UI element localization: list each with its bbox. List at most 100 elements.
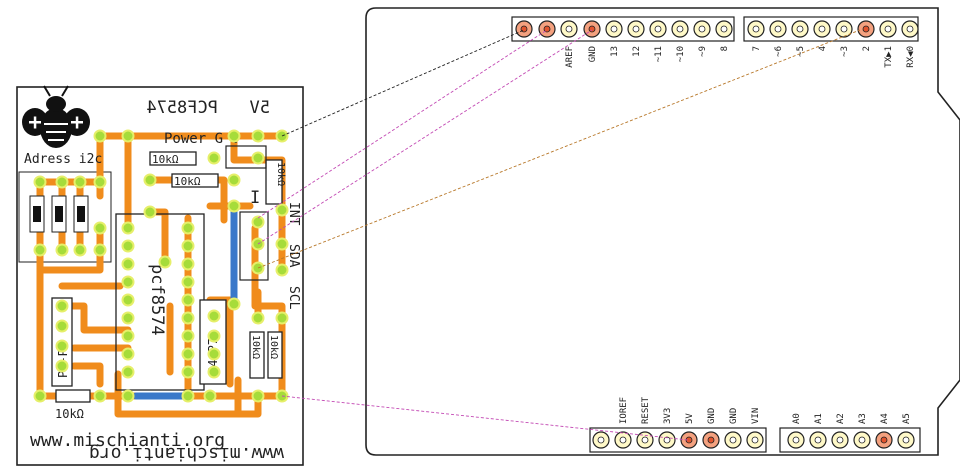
pcb-pad [93, 175, 107, 189]
arduino-power-pin-label: 3V3 [663, 408, 673, 424]
resistor-10k-d-label: 10kΩ [250, 335, 261, 359]
wire-vcc [281, 395, 689, 441]
pcb-pad [121, 221, 135, 235]
pin-hole [836, 436, 844, 444]
pcb-pad [55, 175, 69, 189]
pcb-pad [251, 129, 265, 143]
pin-hole [862, 25, 870, 33]
top-header-left [511, 16, 735, 42]
pcb-pad [181, 221, 195, 235]
pcb-pad [55, 359, 69, 373]
pin-hole [720, 25, 728, 33]
pin-hole [818, 25, 826, 33]
pcb-pad [181, 347, 195, 361]
pin-hole [707, 436, 715, 444]
pcb-pad [121, 275, 135, 289]
i-label: I [250, 188, 260, 208]
arduino-top-pin-label: ~10 [676, 46, 686, 62]
pcb-pad [207, 347, 221, 361]
pin-hole [796, 25, 804, 33]
resistor-10k-c [265, 159, 283, 205]
dip-switches [29, 195, 89, 233]
pcb-pad [181, 329, 195, 343]
resistor-10k-e [267, 331, 283, 379]
arduino-top-pin-label: ~3 [840, 46, 850, 57]
website-mirror-label: www.mischianti.org [89, 443, 284, 464]
pcb-pad [143, 173, 157, 187]
pcb-pad [121, 389, 135, 403]
pin-hole [792, 436, 800, 444]
scl-label: SCL [286, 286, 301, 310]
pin-hole [632, 25, 640, 33]
power-connector [225, 145, 267, 169]
pin-hole [676, 25, 684, 33]
pcb-pad [275, 237, 289, 251]
arduino-top-pin-label: ~6 [774, 46, 784, 57]
signal-connector [239, 211, 269, 281]
pin-hole [902, 436, 910, 444]
arduino-top-pin-label: ~5 [796, 46, 806, 57]
power-label: Power G V [164, 131, 240, 147]
arduino-board [365, 7, 960, 456]
pin-hole [597, 436, 605, 444]
bottom-header-power [589, 427, 767, 453]
pcb-pad [93, 221, 107, 235]
pcb-pad [207, 151, 221, 165]
pcb-pad [55, 243, 69, 257]
arduino-power-pin-label: 5V [685, 413, 695, 424]
pcb-pad [251, 389, 265, 403]
wires [257, 29, 861, 441]
pcb-pad [227, 173, 241, 187]
sda-label: SDA [286, 244, 301, 268]
pcb-pad [181, 389, 195, 403]
pcb-pad [227, 297, 241, 311]
resistor-10k-bottom [55, 389, 91, 403]
pcb-pad [143, 205, 157, 219]
resistor-10k-b-label: 10kΩ [174, 175, 201, 188]
pin-hole [610, 25, 618, 33]
arduino-top-pin-label: 4 [818, 46, 828, 51]
resistor-10k-a-label: 10kΩ [152, 153, 179, 166]
website-label: www.mischianti.org [30, 430, 225, 451]
arduino-analog-pin-label: A3 [858, 413, 868, 424]
pcb-pad [33, 243, 47, 257]
arduino-top-pin-label: TX▶1 [884, 46, 894, 68]
pin-hole [814, 436, 822, 444]
pin-hole [654, 25, 662, 33]
pcb-pad [251, 215, 265, 229]
pin-hole [840, 25, 848, 33]
pcb-pad [93, 243, 107, 257]
pin-hole [729, 436, 737, 444]
arduino-power-pin-label: GND [729, 408, 739, 424]
arduino-analog-pin-label: A4 [880, 413, 890, 424]
pcb-pad [207, 309, 221, 323]
pcb-pad [181, 239, 195, 253]
pin-hole [619, 436, 627, 444]
pin-hole [880, 436, 888, 444]
pcb-pad [33, 175, 47, 189]
arduino-top-pin-label: 7 [752, 46, 762, 51]
bottom-header-pins [592, 431, 915, 449]
pcb-pad [121, 311, 135, 325]
arduino-power-pin-label: RESET [641, 396, 651, 424]
pcb-pad [93, 129, 107, 143]
pin-hole [543, 25, 551, 33]
arduino-top-pin-label: GND [588, 46, 598, 62]
arduino-analog-pin-label: A0 [792, 413, 802, 424]
pcb-pad [73, 243, 87, 257]
arduino-top-pin-label: 13 [610, 46, 620, 57]
chip-label: pcf8574 [147, 264, 167, 336]
pcb-pad [121, 239, 135, 253]
arduino-top-pin-label: 2 [862, 46, 872, 51]
pin-hole [588, 25, 596, 33]
arduino-power-pin-label: IOREF [619, 397, 629, 424]
resistor-10k-b [171, 173, 219, 188]
arduino-analog-pin-label: A2 [836, 413, 846, 424]
address-switch-area [18, 171, 112, 263]
arduino-top-pin-label: 8 [720, 46, 730, 51]
pin-hole [698, 25, 706, 33]
pin-hole [752, 25, 760, 33]
